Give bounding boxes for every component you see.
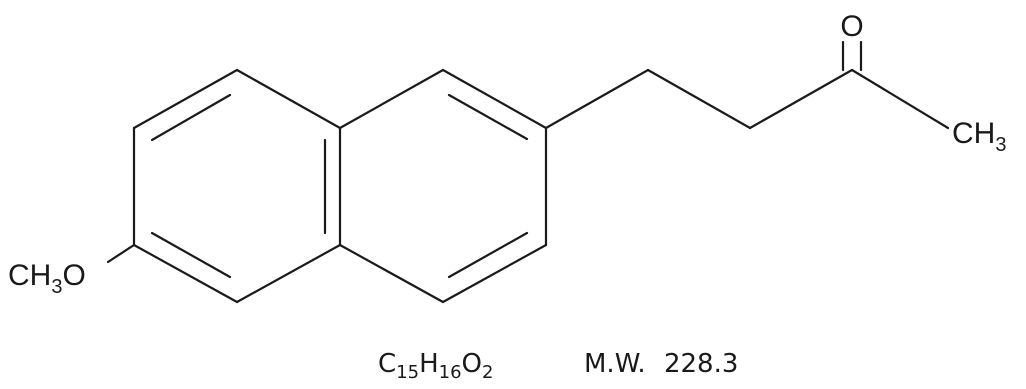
double-bond-inner [447, 231, 529, 279]
bond [235, 68, 342, 130]
methyl-label: CH3 [952, 117, 1006, 156]
molecular-weight-label: M.W. [584, 349, 646, 379]
molecular-weight-value: 228.3 [664, 349, 738, 379]
bond [646, 68, 752, 130]
methoxy-bond [106, 243, 136, 264]
bond [235, 243, 342, 304]
double-bond-inner [150, 93, 232, 142]
bond [544, 68, 650, 130]
bond [441, 243, 548, 304]
butanone-side-chain [544, 40, 950, 130]
bond [441, 68, 548, 130]
bond [338, 68, 445, 130]
methoxy-label: CH3O [8, 259, 86, 298]
bond [132, 243, 239, 304]
ketone-oxygen-label: O [840, 10, 863, 43]
bond [748, 68, 854, 130]
double-bond-inner [150, 231, 232, 279]
molecular-weight: M.W. 228.3 [584, 349, 738, 379]
right-aromatic-ring [338, 68, 548, 304]
bond [132, 68, 239, 130]
left-aromatic-ring [132, 68, 342, 304]
bond [338, 243, 445, 304]
double-bond-inner [447, 93, 529, 141]
bond [850, 68, 950, 130]
molecular-formula: C15H16O2 [378, 349, 493, 383]
